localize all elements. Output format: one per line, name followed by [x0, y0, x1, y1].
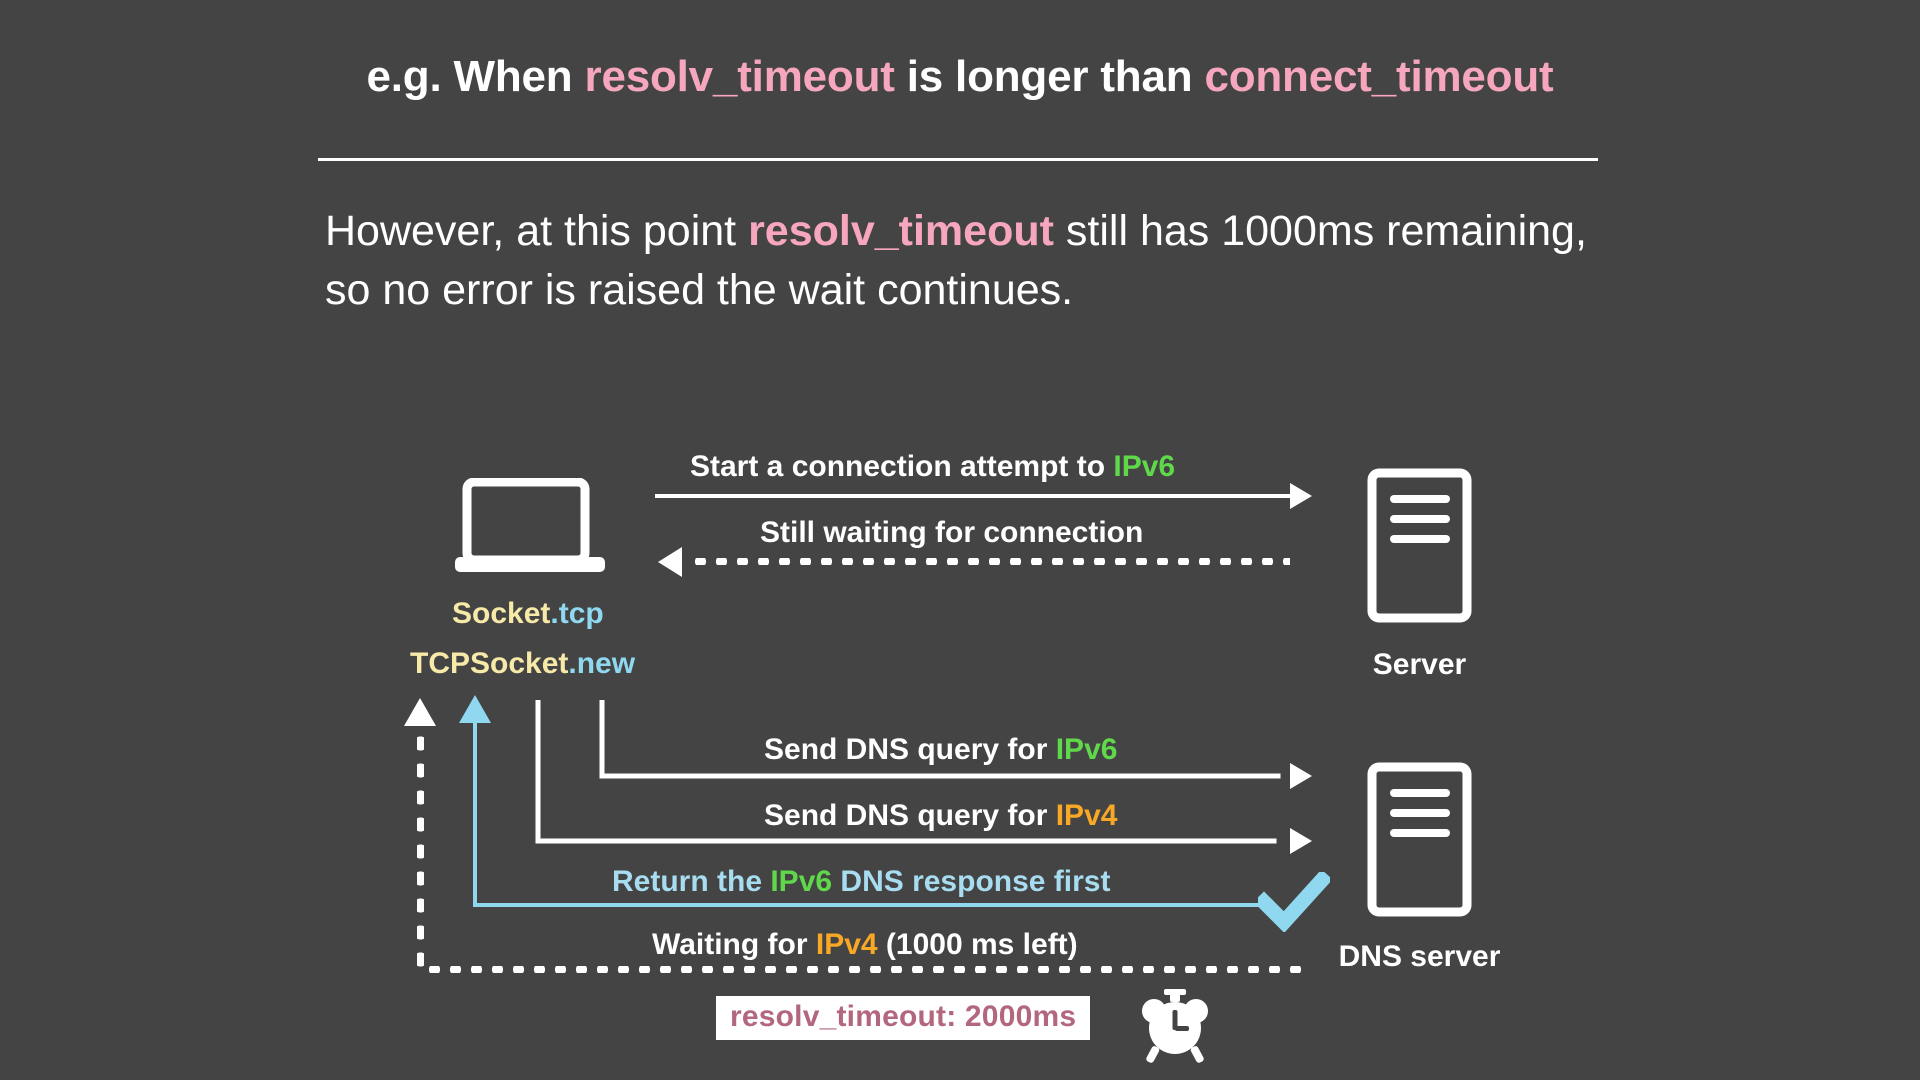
- message-start-connection-token: IPv6: [1113, 450, 1176, 483]
- message-label-dns-query-ipv4: Send DNS query for IPv4: [764, 799, 1117, 833]
- dns-query-ipv4-elbow: [534, 697, 1294, 855]
- message-arrow-start-connection: [655, 494, 1295, 498]
- arrowhead-up-resolv-timeline: [404, 698, 436, 726]
- message-dns-response-ipv6-token: IPv6: [770, 865, 833, 898]
- ipv6-response-horizontal: [473, 903, 1273, 907]
- client-caption-socket: Socket: [452, 597, 551, 630]
- title-token-resolv-timeout: resolv_timeout: [584, 52, 895, 101]
- arrowhead-up-ipv6-response: [459, 695, 491, 723]
- client-caption-tcpsocket: TCPSocket: [410, 647, 569, 680]
- server-label: Server: [1372, 648, 1467, 681]
- message-dns-query-ipv6-token: IPv6: [1055, 733, 1118, 766]
- body-part2: still has 1000ms remaining, so no error …: [325, 207, 1587, 315]
- arrowhead-right-start-connection: [1290, 483, 1312, 509]
- arrowhead-left-still-waiting: [658, 547, 682, 577]
- resolv-timeout-timeline: [417, 730, 424, 970]
- message-arrow-waiting-ipv4: [424, 966, 1304, 973]
- message-arrow-still-waiting: [690, 558, 1290, 565]
- message-dns-response-ipv6-text-after: DNS response first: [832, 865, 1111, 898]
- arrowhead-right-dns-query-ipv4: [1290, 828, 1312, 854]
- ipv6-response-vertical: [473, 722, 477, 907]
- title-divider: [318, 158, 1598, 161]
- message-dns-query-ipv4-token: IPv4: [1055, 799, 1118, 832]
- client-caption-line1: Socket.tcp: [452, 597, 604, 631]
- message-start-connection-text: Start a connection attempt to: [690, 450, 1114, 483]
- arrowhead-right-dns-query-ipv6: [1290, 763, 1312, 789]
- check-icon: [1253, 869, 1333, 937]
- body-paragraph: However, at this point resolv_timeout st…: [325, 202, 1625, 321]
- title-token-connect-timeout: connect_timeout: [1204, 52, 1554, 101]
- page-title: e.g. When resolv_timeout is longer than …: [0, 52, 1920, 102]
- message-label-waiting-ipv4: Waiting for IPv4 (1000 ms left): [652, 928, 1078, 962]
- title-middle: is longer than: [894, 52, 1205, 101]
- resolv-timeout-chip: resolv_timeout: 2000ms: [716, 996, 1091, 1040]
- alarm-clock-icon: [1137, 988, 1213, 1073]
- message-dns-query-ipv4-text: Send DNS query for: [764, 799, 1056, 832]
- message-waiting-ipv4-token: IPv4: [815, 928, 878, 961]
- client-caption-new: .new: [568, 647, 636, 680]
- dns-server-icon: [1367, 762, 1472, 922]
- message-waiting-ipv4-text-before: Waiting for: [652, 928, 816, 961]
- client-caption-line2: TCPSocket.new: [410, 647, 635, 681]
- laptop-icon: [455, 477, 605, 583]
- body-part1: However, at this point: [325, 207, 749, 255]
- client-caption-tcp: .tcp: [550, 597, 604, 630]
- message-label-still-waiting: Still waiting for connection: [760, 516, 1143, 550]
- title-prefix: e.g. When: [366, 52, 585, 101]
- dns-query-ipv6-elbow: [598, 697, 1298, 795]
- message-dns-query-ipv6-text: Send DNS query for: [764, 733, 1056, 766]
- body-highlight-resolv-timeout: resolv_timeout: [748, 207, 1054, 255]
- message-label-dns-query-ipv6: Send DNS query for IPv6: [764, 733, 1117, 767]
- message-dns-response-ipv6-text-before: Return the: [612, 865, 771, 898]
- message-label-start-connection: Start a connection attempt to IPv6: [690, 450, 1175, 484]
- message-label-dns-response-ipv6: Return the IPv6 DNS response first: [612, 865, 1110, 899]
- message-waiting-ipv4-text-after: (1000 ms left): [877, 928, 1078, 961]
- dns-server-label: DNS server: [1338, 940, 1501, 973]
- message-still-waiting-text: Still waiting for connection: [760, 516, 1144, 549]
- server-icon: [1367, 468, 1472, 628]
